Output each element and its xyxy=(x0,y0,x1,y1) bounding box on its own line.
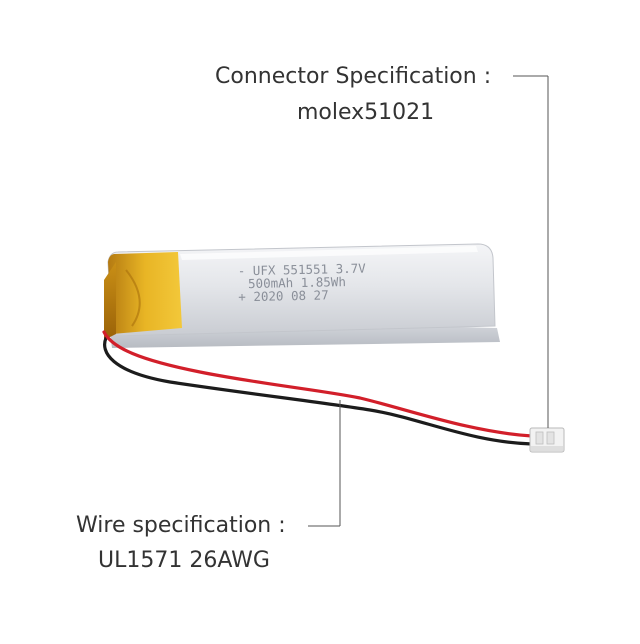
battery-body xyxy=(107,243,496,337)
cell-print-line-2: 500mAh 1.85Wh xyxy=(248,274,346,291)
black-wire xyxy=(103,336,534,446)
connector-leader-line xyxy=(513,75,549,428)
cell-print: - UFX 551551 3.7V 500mAh 1.85Wh + 2020 0… xyxy=(238,261,367,305)
kapton-tape-front xyxy=(104,262,116,340)
wire-leader-line xyxy=(308,400,341,527)
red-wire xyxy=(102,330,534,438)
connector-spec-title: Connector Specification : xyxy=(215,64,492,89)
cell-print-line-3: + 2020 08 27 xyxy=(238,287,329,304)
cell-print-line-1: - UFX 551551 3.7V xyxy=(238,261,367,279)
kapton-tape xyxy=(108,252,182,334)
connector-spec-value: molex51021 xyxy=(297,100,435,125)
battery-highlight xyxy=(180,246,478,260)
tape-crease xyxy=(125,269,141,327)
molex-connector xyxy=(529,427,565,453)
wire-spec-value: UL1571 26AWG xyxy=(98,548,270,573)
wire-spec-title: Wire specification : xyxy=(76,513,286,538)
